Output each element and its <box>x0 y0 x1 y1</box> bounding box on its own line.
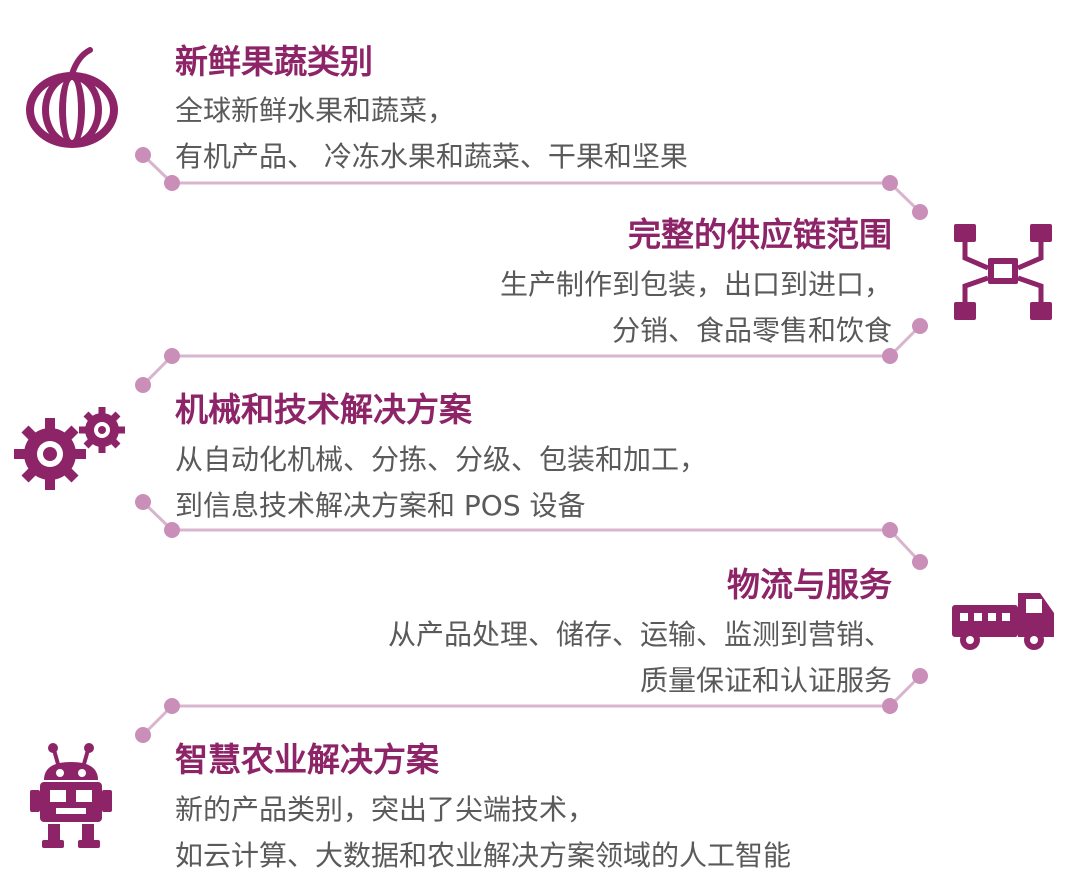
desc-line: 生产制作到包装，出口到进口， <box>499 268 892 301</box>
connector-lines <box>141 153 922 737</box>
section-title-machinery: 机械和技术解决方案 <box>175 390 472 429</box>
connector-dots <box>135 147 928 743</box>
supply-chain-icon <box>954 224 1052 320</box>
pumpkin-icon <box>26 47 118 148</box>
section-title-fresh-produce: 新鲜果蔬类别 <box>175 42 373 81</box>
desc-line: 新的产品类别，突出了尖端技术， <box>175 793 596 826</box>
section-title-logistics: 物流与服务 <box>727 565 892 604</box>
section-desc-smart-agriculture: 新的产品类别，突出了尖端技术， 如云计算、大数据和农业解决方案领域的人工智能 <box>175 787 791 879</box>
section-desc-machinery: 从自动化机械、分拣、分级、包装和加工， 到信息技术解决方案和 POS 设备 <box>175 437 707 529</box>
robot-icon <box>30 743 112 848</box>
desc-line: 从自动化机械、分拣、分级、包装和加工， <box>175 443 708 476</box>
desc-line: 到信息技术解决方案和 POS 设备 <box>175 489 586 522</box>
desc-line: 有机产品、 冷冻水果和蔬菜、干果和坚果 <box>175 140 688 173</box>
section-title-supply-chain: 完整的供应链范围 <box>628 215 892 254</box>
truck-icon <box>952 593 1054 650</box>
desc-line: 分销、食品零售和饮食 <box>611 314 892 347</box>
desc-line: 全球新鲜水果和蔬菜， <box>175 94 456 127</box>
gears-icon <box>14 407 125 490</box>
desc-line: 质量保证和认证服务 <box>639 664 892 697</box>
section-desc-fresh-produce: 全球新鲜水果和蔬菜， 有机产品、 冷冻水果和蔬菜、干果和坚果 <box>175 88 688 180</box>
section-desc-supply-chain: 生产制作到包装，出口到进口， 分销、食品零售和饮食 <box>500 262 892 354</box>
section-desc-logistics: 从产品处理、储存、运输、监测到营销、 质量保证和认证服务 <box>388 612 892 704</box>
desc-line: 如云计算、大数据和农业解决方案领域的人工智能 <box>175 839 792 872</box>
desc-line: 从产品处理、储存、运输、监测到营销、 <box>387 618 892 651</box>
section-title-smart-agriculture: 智慧农业解决方案 <box>175 740 439 779</box>
